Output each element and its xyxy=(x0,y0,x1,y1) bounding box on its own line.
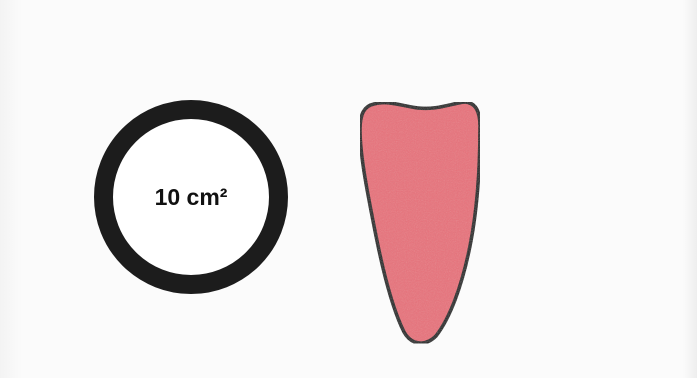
pink-shape-body xyxy=(360,102,480,343)
scan-shadow-right xyxy=(683,0,697,378)
area-label: 10 cm² xyxy=(94,100,288,294)
reference-circle: 10 cm² xyxy=(94,100,288,294)
scan-shadow-left xyxy=(0,0,22,378)
pink-shape xyxy=(352,96,488,350)
